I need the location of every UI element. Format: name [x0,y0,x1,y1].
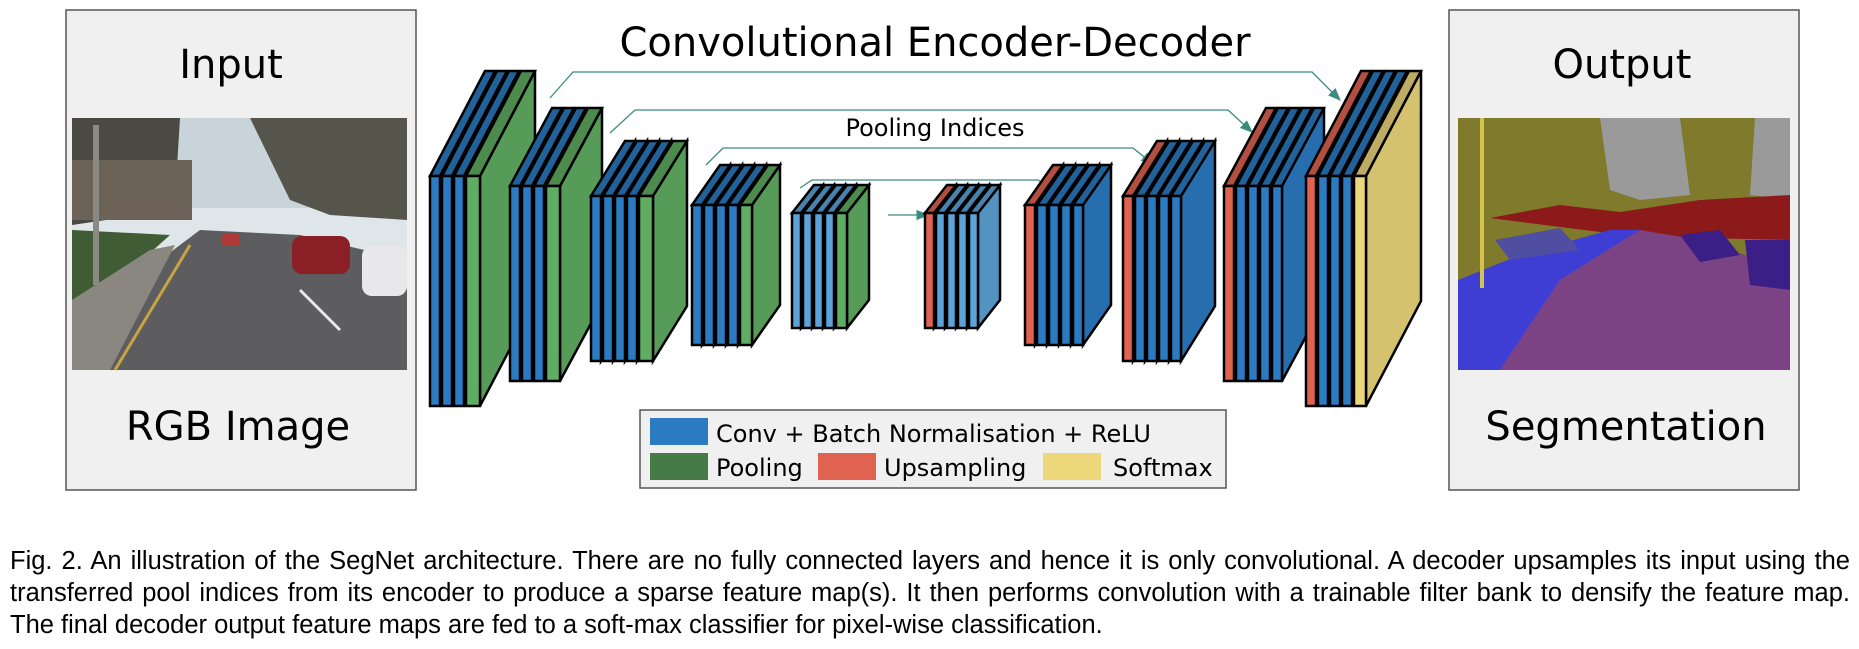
skip-label: Pooling Indices [845,114,1024,142]
legend-swatch-pooling [650,453,708,480]
output-subtitle: Segmentation [1485,404,1766,450]
output-title: Output [1553,42,1692,88]
legend-label-softmax: Softmax [1113,454,1213,482]
legend-swatch-softmax [1043,453,1101,480]
caption-text: Fig. 2. An illustration of the SegNet ar… [10,547,1850,639]
segnet-diagram: Input RGB Image Output [65,9,1800,491]
legend-label-upsampling: Upsampling [884,454,1026,482]
legend-swatch-conv [650,418,708,445]
legend-label-conv: Conv + Batch Normalisation + ReLU [716,420,1151,448]
skip-arrow-1 [549,71,1341,101]
input-road-image [72,118,407,371]
input-panel: Input RGB Image [65,9,417,491]
decoder-stack [922,69,1424,408]
legend-swatch-upsampling [818,453,876,480]
pooling-layer-5-5 [833,181,872,332]
output-segmentation-image [1458,118,1790,370]
legend-label-pooling: Pooling [716,454,803,482]
input-title: Input [179,42,283,88]
skip-arrow-2 [609,109,1253,134]
conv-layer-7-5 [1070,161,1114,349]
diagram-title: Convolutional Encoder-Decoder [619,20,1251,66]
softmax-layer-10-5 [1351,69,1424,408]
conv-layer-6-5 [966,181,1003,332]
legend: Conv + Batch Normalisation + ReLU Poolin… [639,409,1227,489]
pooling-layer-3-5 [636,136,690,366]
pooling-layer-4-5 [737,161,783,349]
conv-layer-8-5 [1168,136,1218,366]
output-panel: Output Segmentation [1448,9,1800,491]
input-subtitle: RGB Image [126,404,350,450]
figure-caption: Fig. 2. An illustration of the SegNet ar… [10,545,1850,641]
skip-arrow-3 [705,147,1155,166]
encoder-stack [427,69,872,408]
